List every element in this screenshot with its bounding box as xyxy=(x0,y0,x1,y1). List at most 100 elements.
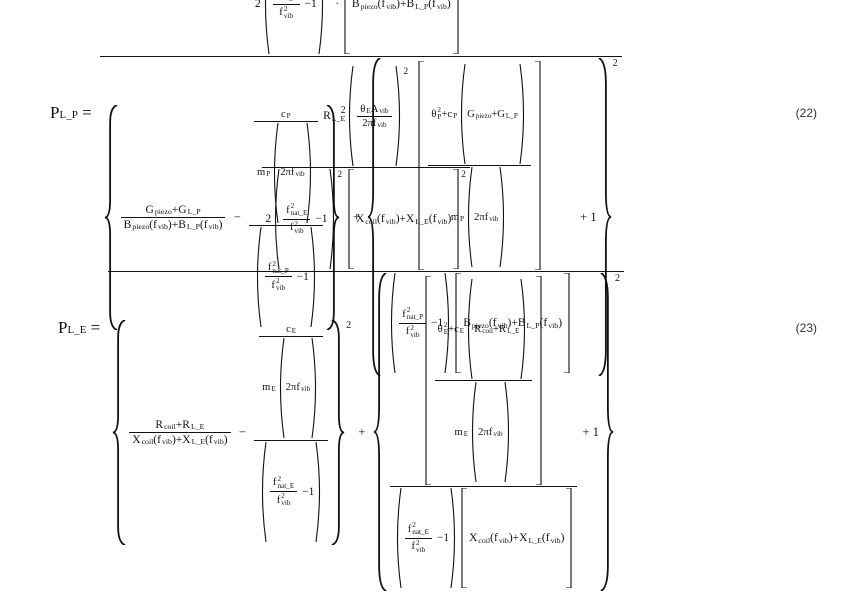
scripts: vib xyxy=(489,213,498,222)
right-parenthesis-icon xyxy=(306,123,314,223)
math-token: 2 xyxy=(265,213,272,225)
subscript: E xyxy=(459,326,465,335)
scripts: L_E xyxy=(415,215,428,226)
math-token: −1 xyxy=(299,485,315,498)
subscript: coil xyxy=(478,535,491,545)
left-bracket-icon xyxy=(343,0,351,54)
symbol-base: f xyxy=(272,477,277,489)
symbol-base: f xyxy=(411,541,415,553)
right-parenthesis-icon xyxy=(318,0,326,54)
scripts: piezo xyxy=(476,110,492,119)
equation-lhs: PL_P = xyxy=(50,103,92,123)
scripts: L_E xyxy=(191,421,204,431)
symbol-base: f xyxy=(203,218,208,231)
symbol-base: R xyxy=(182,418,190,431)
left-brace-icon xyxy=(373,273,387,591)
right-brace-icon xyxy=(331,320,345,545)
symbol-base: R xyxy=(323,110,331,122)
scripts: vib xyxy=(437,0,447,11)
subscript: E xyxy=(463,429,469,438)
symbol-base: f xyxy=(372,117,377,129)
symbol-base: G xyxy=(145,203,154,216)
scripts: vib xyxy=(437,215,447,226)
math-token: )+ xyxy=(507,317,518,329)
fraction-bar xyxy=(428,165,531,166)
scripts: coil xyxy=(478,534,491,545)
lhs-subscript: L_P xyxy=(59,109,78,121)
scripts: L_P xyxy=(506,110,518,119)
fraction-bar xyxy=(254,120,318,122)
math-token: −1 xyxy=(428,317,444,329)
exponent: 2 xyxy=(614,273,620,284)
subscript: P xyxy=(460,214,465,223)
fraction-bar xyxy=(120,216,226,218)
scripts: vib xyxy=(551,534,561,545)
scripts: vib xyxy=(209,221,219,231)
left-brace-icon xyxy=(367,58,381,376)
scripts: vib xyxy=(379,105,388,114)
subscript: coil xyxy=(141,437,154,447)
math-token: ) xyxy=(560,532,565,544)
fraction-bar xyxy=(434,380,533,381)
math-token: ) xyxy=(218,218,223,231)
scripts: coil xyxy=(164,421,176,431)
subscript: L_E xyxy=(507,326,520,335)
scripts: E xyxy=(463,428,469,438)
scripts: P xyxy=(460,213,465,223)
symbol-base: R xyxy=(474,323,482,335)
symbol-base: G xyxy=(178,203,187,216)
right-parenthesis-icon xyxy=(450,488,458,588)
symbol-base: f xyxy=(545,532,550,544)
scripts: coil xyxy=(141,436,154,447)
right-parenthesis-icon xyxy=(504,382,512,482)
scripts: L_P xyxy=(187,221,200,231)
subscript: vib xyxy=(161,437,172,447)
math-token: − xyxy=(227,209,248,224)
symbol-base: c xyxy=(447,108,453,120)
math-token: 2π xyxy=(474,211,485,223)
subscript: vib xyxy=(294,226,304,235)
symbol-base: θ xyxy=(431,108,437,120)
math-token: )+ xyxy=(396,0,407,10)
right-parenthesis-icon xyxy=(310,227,318,327)
fraction-bar xyxy=(108,271,624,272)
superscript: 2 xyxy=(275,277,280,285)
math-token: + xyxy=(175,418,183,431)
right-parenthesis-icon xyxy=(519,64,527,164)
math-token: + xyxy=(491,108,498,120)
math-token: −1 xyxy=(433,532,450,544)
scripts: vib xyxy=(498,319,508,330)
math-token: 2π xyxy=(280,167,291,178)
